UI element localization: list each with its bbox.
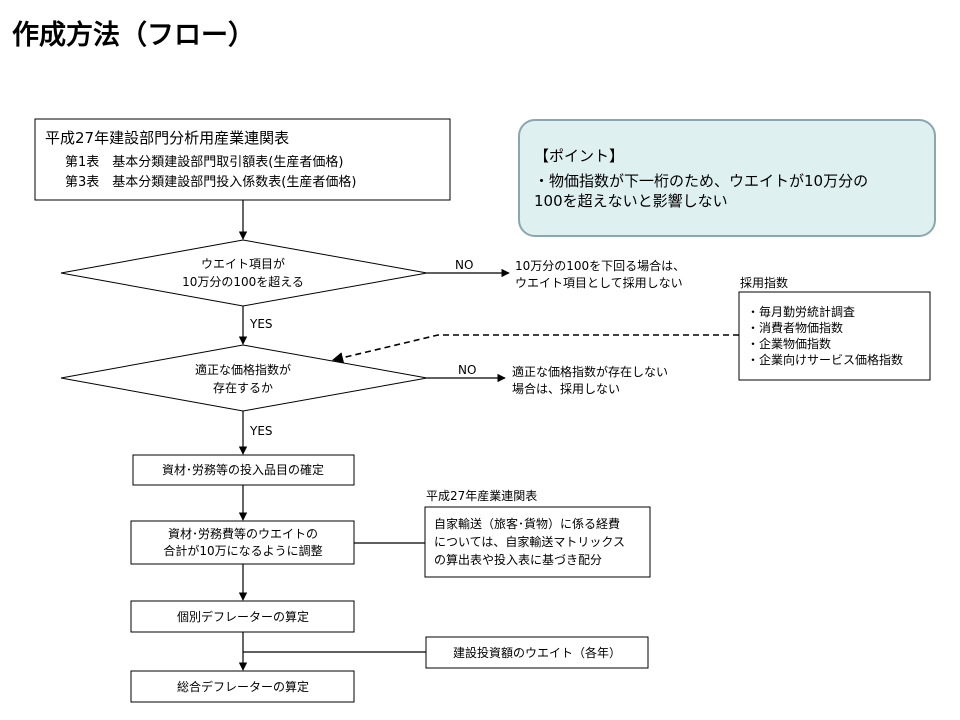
source-box [34,118,451,201]
step-total-deflator [130,670,355,703]
point-line-1: ・物価指数が下一桁のため、ウエイトが10万分の [534,172,868,190]
decision1-no-label: NO [455,258,473,272]
transport-note-title: 平成27年産業連関表 [426,488,537,503]
decision2-no-note-1: 適正な価格指数が存在しない [512,364,668,379]
step2-line-1: 資材･労務費等のウエイトの [168,526,318,541]
decision2-line-1: 適正な価格指数が [195,362,291,377]
weight-note-box [425,636,649,669]
source-table-1: 第1表 基本分類建設部門取引額表(生産者価格) [65,154,343,170]
index-item-2: ・消費者物価指数 [747,320,843,335]
decision2-no-label: NO [458,363,476,377]
decision1-yes-label: YES [249,317,273,331]
decision-index-exists [60,344,428,412]
step4-label: 総合デフレーターの算定 [177,679,309,694]
point-line-2: 100を超えないと影響しない [534,192,728,210]
decision2-no-note-2: 場合は、採用しない [512,381,620,396]
weight-note-label: 建設投資額のウエイト（各年） [453,645,621,660]
decision1-line-1: ウエイト項目が [201,256,285,271]
transport-note-line-2: については、自家輸送マトリックス [434,534,625,549]
decision1-no-note-1: 10万分の100を下回る場合は、 [515,258,685,273]
decision1-no-note-2: ウエイト項目として採用しない [515,276,683,290]
transport-note-line-1: 自家輸送（旅客･貨物）に係る経費 [434,516,620,531]
step2-line-2: 合計が10万になるように調整 [163,543,322,558]
transport-note-box [424,506,651,578]
decision-weight-threshold [60,239,428,307]
transport-note-line-3: の算出表や投入表に基づき配分 [434,552,602,567]
source-table-3: 第3表 基本分類建設部門投入係数表(生産者価格) [65,174,356,190]
step3-label: 個別デフレーターの算定 [177,609,309,624]
index-item-4: ・企業向けサービス価格指数 [747,352,903,367]
decision2-yes-label: YES [249,424,273,438]
arrow-indices-to-decision2 [331,334,739,364]
indices-box [738,291,931,381]
source-title: 平成27年建設部門分析用産業連関表 [45,129,289,147]
decision2-line-2: 存在するか [213,381,273,395]
page-title: 作成方法（フロー） [12,19,255,51]
step-individual-deflator [130,600,355,633]
point-box [518,119,936,237]
step-confirm-items [132,454,355,486]
point-heading: 【ポイント】 [534,147,624,165]
decision1-line-2: 10万分の100を超える [182,274,304,289]
index-item-1: ・毎月勤労統計調査 [747,304,855,319]
step1-label: 資材･労務等の投入品目の確定 [162,462,324,477]
indices-title: 採用指数 [740,275,788,290]
index-item-3: ・企業物価指数 [747,336,831,351]
